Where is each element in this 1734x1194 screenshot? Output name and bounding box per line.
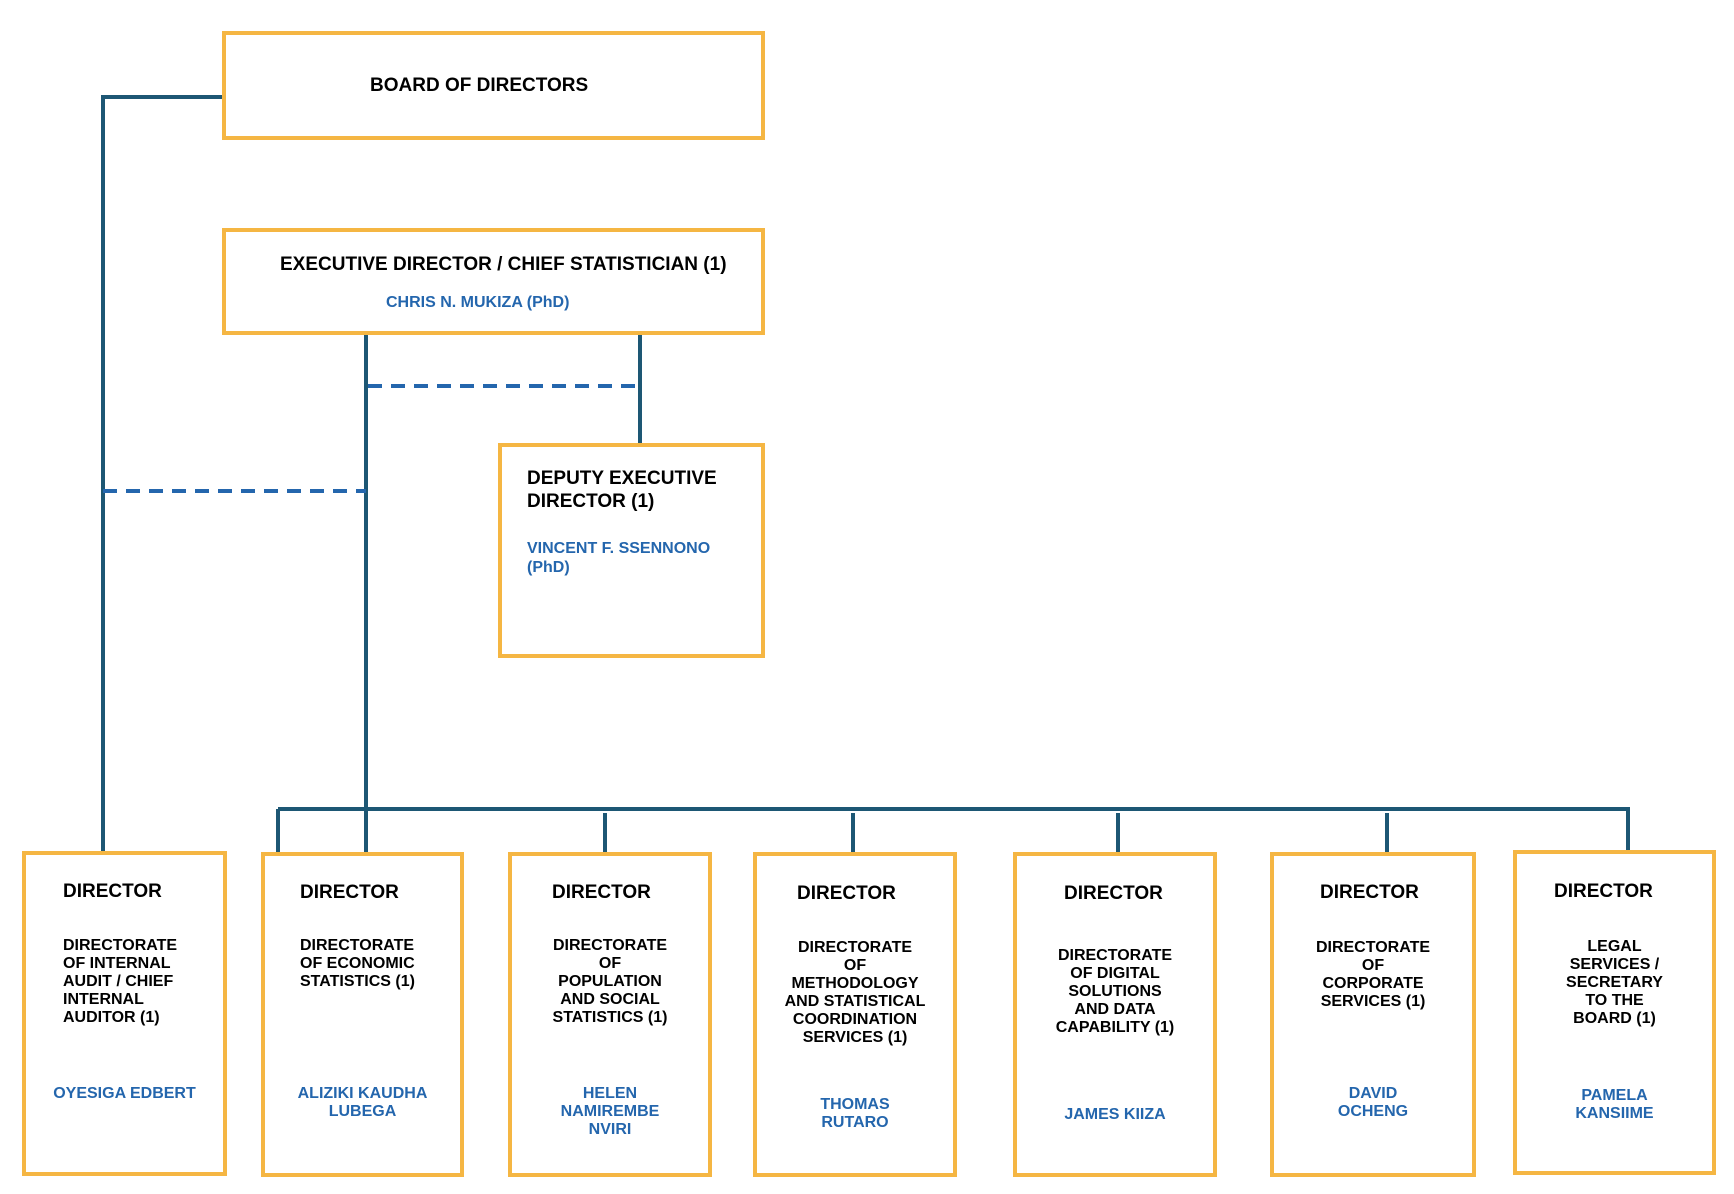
unit-line: OF: [843, 957, 867, 975]
director-heading: DIRECTOR: [300, 882, 399, 903]
unit-line: OF DIGITAL: [1070, 965, 1160, 983]
deputy-name-line: (PhD): [527, 559, 570, 576]
unit-line: OF: [598, 955, 622, 973]
director-name: JAMES KIIZA: [1017, 1106, 1213, 1124]
name-line: KANSIIME: [1575, 1105, 1654, 1123]
unit-line: STATISTICS (1): [300, 973, 415, 991]
unit-line: BOARD (1): [1573, 1010, 1656, 1028]
name-line: LUBEGA: [328, 1103, 397, 1121]
deputy-title: DEPUTY EXECUTIVE DIRECTOR (1): [527, 467, 717, 513]
deputy-name-line: VINCENT F. SSENNONO: [527, 540, 711, 557]
director-name: PAMELA KANSIIME: [1517, 1087, 1712, 1123]
unit-line: OF INTERNAL: [63, 955, 171, 973]
unit-line: SOLUTIONS: [1068, 983, 1162, 1001]
directorate-unit: DIRECTORATE OF DIGITAL SOLUTIONS AND DAT…: [1017, 947, 1213, 1037]
unit-line: SECRETARY: [1566, 974, 1663, 992]
name-line: THOMAS: [820, 1096, 890, 1113]
executive-title: EXECUTIVE DIRECTOR / CHIEF STATISTICIAN …: [280, 254, 727, 275]
unit-line: CORPORATE: [1322, 975, 1424, 993]
name-line: JAMES KIIZA: [1064, 1106, 1166, 1123]
director-box-economic-statistics: DIRECTOR DIRECTORATE OF ECONOMIC STATIST…: [261, 852, 464, 1177]
director-heading: DIRECTOR: [797, 883, 896, 904]
directorate-unit: DIRECTORATE OF POPULATION AND SOCIAL STA…: [512, 937, 708, 1027]
name-line: NAMIREMBE: [560, 1103, 660, 1121]
unit-line: LEGAL: [1587, 938, 1642, 955]
directorate-unit: DIRECTORATE OF ECONOMIC STATISTICS (1): [300, 937, 415, 991]
executive-name: CHRIS N. MUKIZA (PhD): [386, 294, 570, 311]
directorate-unit: DIRECTORATE OF INTERNAL AUDIT / CHIEF IN…: [63, 937, 177, 1027]
name-line: ALIZIKI KAUDHA: [297, 1085, 428, 1102]
directorate-unit: DIRECTORATE OF CORPORATE SERVICES (1): [1274, 939, 1472, 1011]
deputy-executive-director-box: DEPUTY EXECUTIVE DIRECTOR (1) VINCENT F.…: [498, 443, 765, 658]
name-line: HELEN: [582, 1085, 638, 1102]
unit-line: OF ECONOMIC: [300, 955, 415, 973]
director-box-corporate-services: DIRECTOR DIRECTORATE OF CORPORATE SERVIC…: [1270, 852, 1476, 1177]
unit-line: METHODOLOGY: [791, 975, 919, 993]
unit-line: AND STATISTICAL: [784, 993, 926, 1011]
unit-line: CAPABILITY (1): [1055, 1019, 1175, 1037]
unit-line: DIRECTORATE: [300, 937, 415, 954]
deputy-name: VINCENT F. SSENNONO (PhD): [527, 539, 710, 577]
unit-line: AUDIT / CHIEF: [63, 973, 174, 991]
director-heading: DIRECTOR: [1320, 882, 1419, 903]
unit-line: POPULATION: [558, 973, 662, 991]
directorate-unit: DIRECTORATE OF METHODOLOGY AND STATISTIC…: [757, 939, 953, 1047]
name-line: RUTARO: [821, 1114, 889, 1132]
name-line: NVIRI: [588, 1121, 632, 1139]
director-name: DAVID OCHENG: [1274, 1085, 1472, 1121]
unit-line: COORDINATION: [792, 1011, 918, 1029]
unit-line: DIRECTORATE: [1315, 939, 1431, 956]
unit-line: AND SOCIAL: [560, 991, 660, 1009]
name-line: OCHENG: [1337, 1103, 1409, 1121]
name-line: DAVID: [1348, 1085, 1398, 1102]
deputy-title-line: DIRECTOR (1): [527, 491, 655, 512]
unit-line: STATISTICS (1): [552, 1009, 668, 1027]
unit-line: SERVICES (1): [802, 1029, 908, 1047]
director-box-population-social-statistics: DIRECTOR DIRECTORATE OF POPULATION AND S…: [508, 852, 712, 1177]
director-heading: DIRECTOR: [552, 882, 651, 903]
name-line: OYESIGA EDBERT: [53, 1085, 196, 1102]
unit-line: DIRECTORATE: [63, 937, 178, 954]
director-heading: DIRECTOR: [1554, 881, 1653, 902]
director-box-legal-services: DIRECTOR LEGAL SERVICES / SECRETARY TO T…: [1513, 850, 1716, 1175]
unit-line: INTERNAL: [63, 991, 144, 1009]
executive-director-box: EXECUTIVE DIRECTOR / CHIEF STATISTICIAN …: [222, 228, 765, 335]
unit-line: DIRECTORATE: [552, 937, 668, 954]
board-of-directors-box: BOARD OF DIRECTORS: [222, 31, 765, 140]
director-box-digital-solutions: DIRECTOR DIRECTORATE OF DIGITAL SOLUTION…: [1013, 852, 1217, 1177]
deputy-title-line: DEPUTY EXECUTIVE: [527, 468, 717, 489]
director-name: ALIZIKI KAUDHA LUBEGA: [265, 1085, 460, 1121]
unit-line: SERVICES (1): [1320, 993, 1426, 1011]
unit-line: OF: [1361, 957, 1385, 975]
unit-line: AUDITOR (1): [63, 1009, 160, 1027]
directorate-unit: LEGAL SERVICES / SECRETARY TO THE BOARD …: [1517, 938, 1712, 1028]
board-title: BOARD OF DIRECTORS: [370, 75, 589, 96]
director-heading: DIRECTOR: [1064, 883, 1163, 904]
director-box-methodology-coordination: DIRECTOR DIRECTORATE OF METHODOLOGY AND …: [753, 852, 957, 1177]
director-heading: DIRECTOR: [63, 881, 162, 902]
director-name: OYESIGA EDBERT: [26, 1085, 223, 1103]
director-box-internal-audit: DIRECTOR DIRECTORATE OF INTERNAL AUDIT /…: [22, 851, 227, 1176]
director-name: THOMAS RUTARO: [757, 1096, 953, 1132]
unit-line: DIRECTORATE: [797, 939, 913, 956]
unit-line: AND DATA: [1074, 1001, 1156, 1019]
unit-line: TO THE: [1585, 992, 1644, 1010]
name-line: PAMELA: [1581, 1087, 1648, 1104]
unit-line: DIRECTORATE: [1057, 947, 1173, 964]
unit-line: SERVICES /: [1569, 956, 1660, 974]
director-name: HELEN NAMIREMBE NVIRI: [512, 1085, 708, 1139]
